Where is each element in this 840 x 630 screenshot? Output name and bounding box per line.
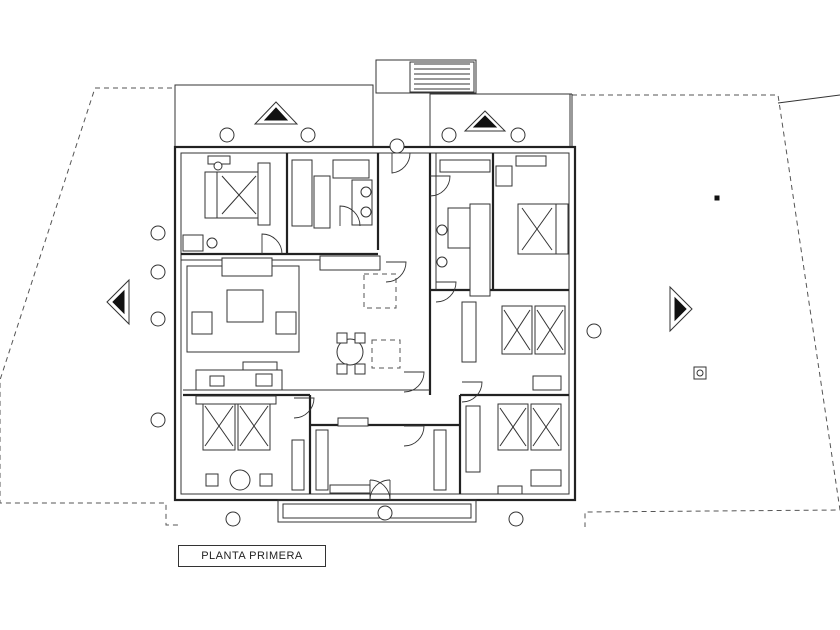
bedroom-bottom-right xyxy=(465,403,562,495)
plot-boundary xyxy=(0,87,840,527)
west-arrow-triangle xyxy=(106,278,130,326)
kitchen xyxy=(315,417,447,494)
bedroom-top-left xyxy=(182,155,271,252)
living-room xyxy=(186,255,401,375)
desk-area xyxy=(195,361,283,391)
exterior-walls xyxy=(173,145,577,523)
stairs xyxy=(375,59,477,94)
bathroom-top xyxy=(291,159,373,229)
north-arrow-triangle-right xyxy=(463,110,507,132)
terrace-marks xyxy=(693,195,720,380)
arrow-markers xyxy=(106,101,693,333)
north-arrow-triangle-left xyxy=(253,101,299,125)
bedroom-middle-right xyxy=(461,301,566,391)
column-markers xyxy=(150,127,602,527)
east-arrow-triangle xyxy=(669,285,693,333)
bedroom-top-right xyxy=(495,155,569,255)
doors xyxy=(261,152,483,501)
bedroom-bottom-left xyxy=(195,395,305,491)
plan-title: PLANTA PRIMERA xyxy=(178,545,326,567)
bathroom-right xyxy=(436,159,491,297)
